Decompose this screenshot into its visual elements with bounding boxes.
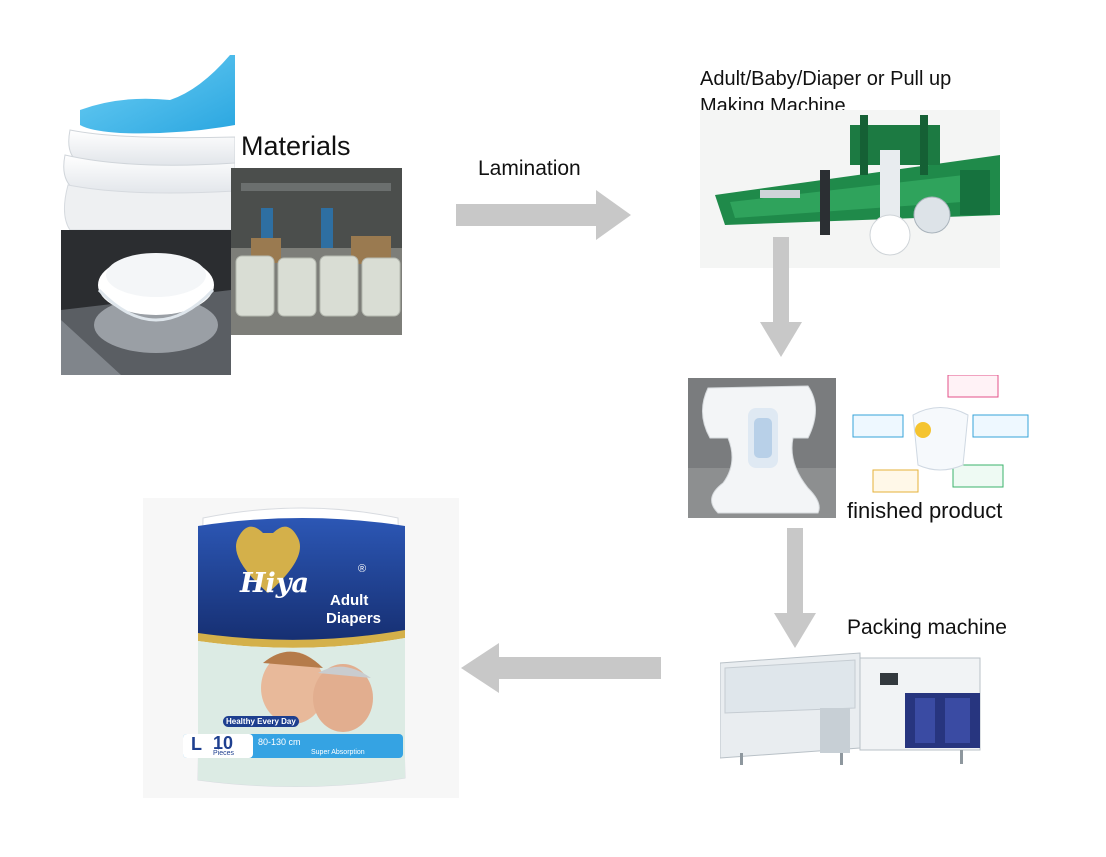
fabric-sheets-image <box>60 55 236 235</box>
arrow-left <box>461 643 661 693</box>
sap-powder-image <box>61 230 231 375</box>
registered-mark: ® <box>358 563 367 575</box>
materials-label: Materials <box>241 131 351 161</box>
pull-up-infographic-image <box>848 374 1033 500</box>
healthy-ribbon: Healthy Every Day <box>223 716 299 727</box>
piece-count: 10 <box>213 733 234 753</box>
product-line1: Adult <box>330 592 369 609</box>
diaper-making-machine-image <box>700 110 1000 268</box>
arrow-right <box>456 190 631 240</box>
size-letter: L <box>191 734 202 754</box>
lamination-label: Lamination <box>478 157 581 180</box>
waist-range: 80-130 cm <box>258 737 301 747</box>
absorption-badge: Super Absorption <box>311 749 365 756</box>
piece-unit: Pieces <box>213 750 235 757</box>
finished-diaper-photo <box>688 378 836 518</box>
arrow-down <box>774 528 816 648</box>
packing-machine-label: Packing machine <box>847 616 1007 639</box>
warehouse-rolls-image <box>231 168 402 335</box>
product-line2: Diapers <box>326 610 382 627</box>
arrow-down <box>760 237 802 357</box>
hiya-adult-diaper-package: Hiya ® Adult Diapers L 10 Pieces 80-130 … <box>143 498 459 798</box>
brand-logo-text: Hiya <box>240 568 309 599</box>
machine-label-line1: Adult/Baby/Diaper or Pull up <box>700 68 952 90</box>
packing-machine-image <box>719 648 983 766</box>
finished-product-label: finished product <box>847 498 1003 523</box>
